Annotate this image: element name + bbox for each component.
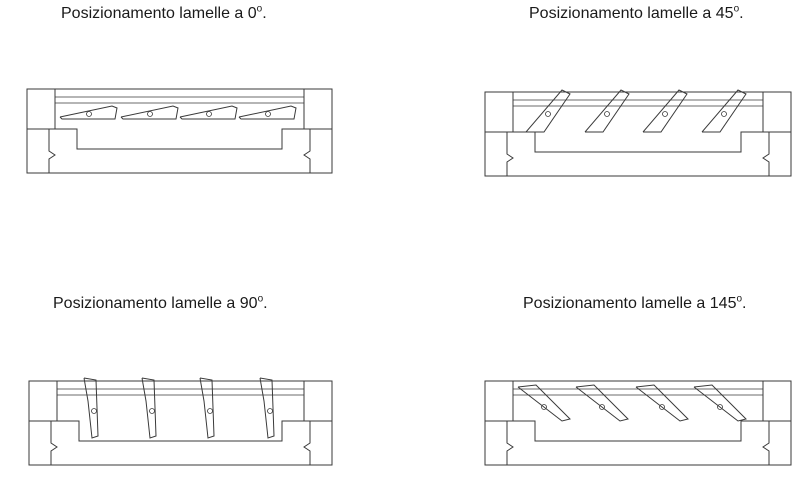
- louvre-slat: [238, 105, 297, 120]
- slat-pivot: [147, 111, 153, 117]
- slat-pivot: [91, 408, 97, 414]
- frame-outline: [28, 380, 333, 466]
- slat-blade: [584, 89, 630, 133]
- slat-blade: [517, 384, 571, 422]
- slat-blade: [575, 384, 629, 422]
- slat-blade: [642, 89, 688, 133]
- slat-blade: [59, 105, 118, 120]
- left-jamb-upper: [26, 88, 56, 130]
- caption-45-degrees: Posizionamento lamelle a 45o.: [529, 3, 744, 22]
- left-jamb-lower: [485, 131, 514, 176]
- slat-blade: [141, 377, 157, 439]
- slat-pivot: [599, 404, 605, 410]
- louvre-slat: [83, 377, 99, 439]
- louvre-slat: [120, 105, 179, 120]
- slat-blade: [238, 105, 297, 120]
- base-channel: [513, 420, 763, 442]
- right-jamb-lower: [762, 131, 791, 176]
- left-jamb-lower: [29, 420, 58, 465]
- base-channel: [55, 128, 304, 150]
- louvre-slat: [693, 384, 747, 422]
- slat-blade: [693, 384, 747, 422]
- right-jamb-upper: [762, 380, 792, 422]
- right-jamb-upper: [762, 91, 792, 133]
- slat-blade: [525, 89, 571, 133]
- slat-pivot: [265, 111, 271, 117]
- slat-pivot: [659, 404, 665, 410]
- louvre-slat: [259, 377, 275, 439]
- caption-145-degrees: Posizionamento lamelle a 145o.: [523, 293, 747, 312]
- louvre-slat: [701, 89, 747, 133]
- louvre-frame-0-degrees: [26, 88, 333, 174]
- left-jamb-upper: [484, 91, 514, 133]
- louvre-slat: [517, 384, 571, 422]
- left-jamb-upper: [28, 380, 58, 422]
- louvre-slat: [59, 105, 118, 120]
- slat-blade: [259, 377, 275, 439]
- slat-pivot: [86, 111, 92, 117]
- left-jamb-lower: [27, 128, 56, 173]
- louvre-frame-45-degrees: [484, 89, 792, 177]
- base-channel: [57, 420, 304, 442]
- left-jamb-lower: [485, 420, 514, 465]
- base-channel: [513, 131, 763, 153]
- louvre-slat: [635, 384, 689, 422]
- right-jamb-lower: [303, 128, 332, 173]
- slat-pivot: [149, 408, 155, 414]
- slat-blade: [635, 384, 689, 422]
- louvre-frame-145-degrees: [484, 380, 792, 466]
- caption-0-degrees: Posizionamento lamelle a 0o.: [61, 3, 267, 22]
- louvre-slat: [525, 89, 571, 133]
- louvre-slat: [199, 377, 215, 439]
- left-jamb-upper: [484, 380, 514, 422]
- slat-blade: [179, 105, 238, 120]
- louvre-slat: [642, 89, 688, 133]
- slat-blade: [120, 105, 179, 120]
- frame-outline: [484, 91, 792, 177]
- slat-blade: [83, 377, 99, 439]
- caption-90-degrees: Posizionamento lamelle a 90o.: [53, 293, 268, 312]
- slat-pivot: [206, 111, 212, 117]
- right-jamb-lower: [303, 420, 332, 465]
- louvre-frame-90-degrees: [28, 377, 333, 466]
- frame-outline: [484, 380, 792, 466]
- slat-blade: [701, 89, 747, 133]
- right-jamb-upper: [303, 380, 333, 422]
- right-jamb-lower: [762, 420, 791, 465]
- slat-blade: [199, 377, 215, 439]
- slat-pivot: [207, 408, 213, 414]
- slat-pivot: [721, 111, 727, 117]
- slat-pivot: [662, 111, 668, 117]
- slat-pivot: [604, 111, 610, 117]
- louvre-slat: [575, 384, 629, 422]
- louvre-slat: [584, 89, 630, 133]
- right-jamb-upper: [303, 88, 333, 130]
- slat-pivot: [267, 408, 273, 414]
- louvre-slat: [141, 377, 157, 439]
- slat-pivot: [541, 404, 547, 410]
- slat-pivot: [545, 111, 551, 117]
- frame-outline: [26, 88, 333, 174]
- slat-pivot: [717, 404, 723, 410]
- louvre-slat: [179, 105, 238, 120]
